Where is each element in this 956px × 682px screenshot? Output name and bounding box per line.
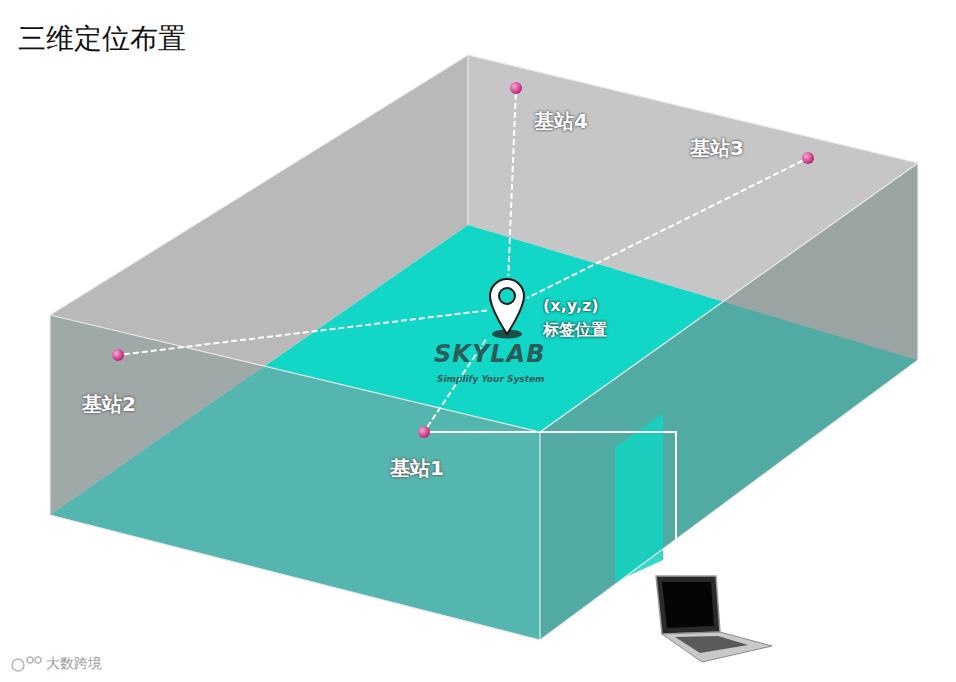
location-pin (487, 276, 527, 340)
base-station: 基站4 (506, 78, 590, 137)
base-station: 基站1 (390, 420, 446, 484)
tag-marker: (x,y,z) 标签位置 (487, 276, 609, 343)
door (615, 413, 663, 582)
signal-line (527, 161, 803, 298)
station-label: 基站3 (690, 135, 744, 162)
station-dot (802, 152, 814, 164)
base-station: 基站2 (82, 343, 138, 420)
cable (424, 432, 676, 550)
coordinate-label: (x,y,z) (543, 296, 599, 315)
brand-slogan: Simplify Your System (437, 374, 544, 384)
watermark-icon (12, 657, 41, 671)
tag-label: 标签位置 (543, 320, 607, 341)
station-label: 基站2 (82, 391, 136, 418)
laptop (656, 576, 772, 662)
station-label: 基站4 (534, 108, 588, 135)
watermark: 大数跨境 (46, 655, 102, 673)
diagram-title: 三维定位布置 (18, 20, 186, 58)
base-station: 基站3 (690, 135, 816, 166)
signal-line (124, 310, 487, 354)
signal-line (508, 94, 515, 276)
station-label: 基站1 (390, 455, 444, 482)
brand-logo: SKYLAB (434, 340, 545, 368)
station-dot (418, 426, 430, 438)
station-dot (510, 82, 522, 94)
room-edges (50, 55, 918, 640)
station-dot (112, 349, 124, 361)
